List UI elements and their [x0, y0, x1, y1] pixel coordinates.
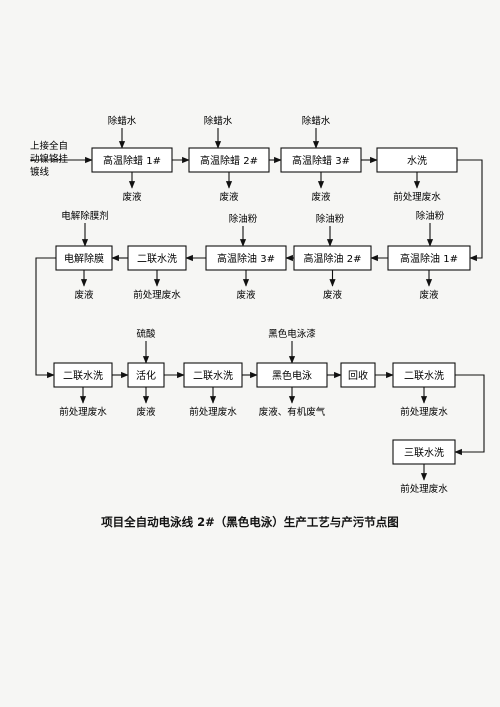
- step-rect: [127, 245, 187, 271]
- step-label: 黑色电泳: [272, 369, 312, 382]
- step-rect: [392, 439, 456, 465]
- pollutant-output-label: 前处理废水: [189, 406, 237, 418]
- diagram-caption: 项目全自动电泳线 2#（黑色电泳）生产工艺与产污节点图: [101, 515, 399, 529]
- pollutant-output-label: 前处理废水: [59, 406, 107, 418]
- pollutant-output-label: 前处理废水: [393, 191, 441, 203]
- step-rect: [340, 362, 376, 388]
- step-rect: [205, 245, 287, 271]
- step-label: 二联水洗: [137, 253, 177, 265]
- step-rect: [188, 147, 270, 173]
- process-step-box: 二联水洗: [392, 362, 456, 388]
- pollutant-output-label: 废液: [311, 191, 331, 203]
- step-label: 二联水洗: [404, 370, 444, 382]
- process-step-box: 回收: [340, 362, 376, 388]
- process-step-box: 二联水洗: [127, 245, 187, 271]
- input-material-label: 除油粉: [416, 210, 445, 222]
- process-step-box: 电解除膜: [55, 245, 113, 271]
- step-label: 高温除油 1#: [400, 252, 458, 265]
- step-label: 高温除油 2#: [304, 252, 362, 265]
- pollutant-output-label: 废液、有机废气: [259, 406, 326, 418]
- arrow-s9-s10: [35, 257, 56, 379]
- input-material-label: 除油粉: [316, 213, 345, 225]
- process-step-box: 高温除蜡 3#: [280, 147, 362, 173]
- pollutant-output-label: 废液: [74, 289, 94, 301]
- step-rect: [392, 362, 456, 388]
- step-rect: [183, 362, 243, 388]
- pollutant-output-label: 废液: [419, 289, 439, 301]
- step-label: 二联水洗: [63, 370, 103, 382]
- step-label: 水洗: [407, 155, 427, 167]
- step-rect: [55, 245, 113, 271]
- pollutant-output-label: 废液: [236, 289, 256, 301]
- step-label: 高温除油 3#: [217, 252, 275, 265]
- process-step-box: 高温除油 3#: [205, 245, 287, 271]
- start-source-label: 上接全自: [30, 140, 68, 152]
- step-rect: [53, 362, 113, 388]
- step-rect: [387, 245, 471, 271]
- step-label: 二联水洗: [193, 370, 233, 382]
- step-label: 高温除蜡 2#: [200, 154, 258, 167]
- pollutant-output-label: 前处理废水: [400, 483, 448, 495]
- step-label: 回收: [348, 369, 368, 382]
- step-rect: [127, 362, 165, 388]
- step-rect: [376, 147, 458, 173]
- input-material-label: 电解除膜剂: [61, 210, 109, 222]
- pollutant-output-label: 前处理废水: [133, 289, 181, 301]
- process-step-box: 高温除油 1#: [387, 245, 471, 271]
- process-step-box: 活化: [127, 362, 165, 388]
- step-rect: [293, 245, 372, 271]
- input-material-label: 硫酸: [136, 328, 156, 340]
- input-material-label: 除蜡水: [108, 115, 137, 127]
- process-step-box: 高温除蜡 1#: [91, 147, 173, 173]
- connectors: [30, 128, 485, 481]
- step-rect: [91, 147, 173, 173]
- process-step-box: 水洗: [376, 147, 458, 173]
- pollutant-output-label: 废液: [219, 191, 239, 203]
- input-material-label: 黑色电泳漆: [268, 328, 316, 340]
- process-step-box: 高温除油 2#: [293, 245, 372, 271]
- step-label: 电解除膜: [64, 252, 104, 265]
- process-step-box: 二联水洗: [53, 362, 113, 388]
- step-label: 活化: [136, 369, 156, 382]
- pollutant-output-label: 废液: [323, 289, 343, 301]
- process-step-box: 三联水洗: [392, 439, 456, 465]
- step-label: 三联水洗: [404, 447, 444, 459]
- process-step-box: 二联水洗: [183, 362, 243, 388]
- pollutant-output-label: 废液: [122, 191, 142, 203]
- pollutant-output-label: 废液: [136, 406, 156, 418]
- arrow-s15-s16: [454, 374, 485, 456]
- start-source-label: 镀线: [30, 166, 50, 178]
- step-label: 高温除蜡 3#: [292, 154, 350, 167]
- step-rect: [280, 147, 362, 173]
- input-material-label: 除蜡水: [204, 115, 233, 127]
- arrow-s4-s5: [457, 159, 483, 262]
- step-rect: [256, 362, 328, 388]
- start-source-label: 动镍铬挂: [30, 153, 69, 165]
- step-label: 高温除蜡 1#: [103, 154, 161, 167]
- process-step-box: 高温除蜡 2#: [188, 147, 270, 173]
- input-material-label: 除蜡水: [302, 115, 331, 127]
- pollutant-output-label: 前处理废水: [400, 406, 448, 418]
- process-step-box: 黑色电泳: [256, 362, 328, 388]
- input-material-label: 除油粉: [229, 213, 258, 225]
